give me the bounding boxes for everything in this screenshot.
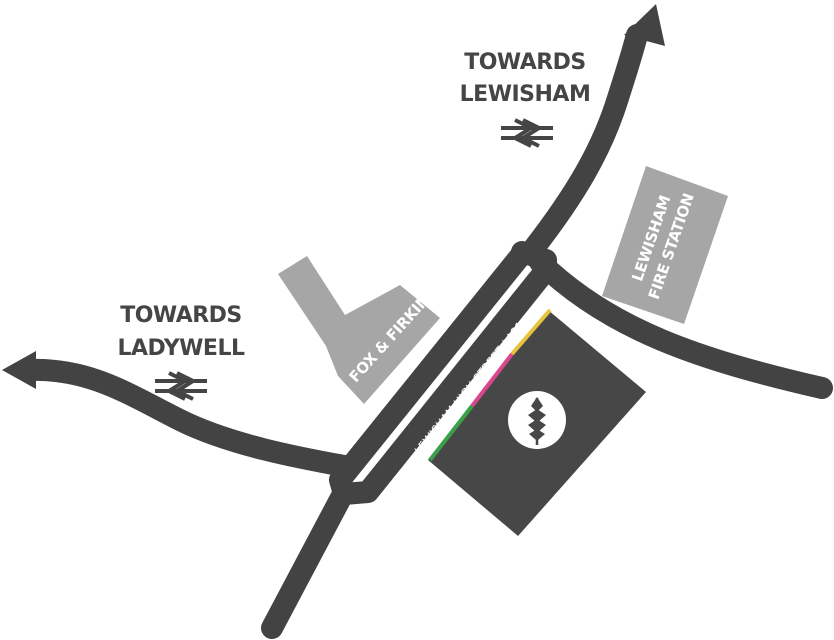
towards-ladywell-label-line1: TOWARDS — [120, 303, 242, 328]
venue-accent-pink — [470, 352, 514, 408]
arrow-west-icon — [2, 351, 36, 389]
lewisham-high-street-road — [329, 241, 557, 505]
wheat-logo-icon — [508, 391, 566, 449]
national-rail-icon-north — [501, 118, 553, 148]
road-north-towards-lewisham — [523, 24, 648, 259]
national-rail-icon-west — [155, 371, 207, 401]
towards-lewisham-label-line1: TOWARDS — [464, 50, 586, 75]
venue-accent-yellow — [510, 308, 552, 356]
towards-ladywell-label-line2: LADYWELL — [118, 336, 245, 361]
fire-station-building — [602, 166, 728, 324]
venue-accent-green — [428, 404, 474, 462]
road-south — [261, 481, 355, 639]
fox-and-firkin-building — [278, 256, 440, 404]
arrow-north-icon — [624, 4, 665, 46]
road-east — [529, 251, 833, 399]
road-west-towards-ladywell — [19, 358, 355, 477]
towards-lewisham-label-line2: LEWISHAM — [460, 82, 591, 107]
